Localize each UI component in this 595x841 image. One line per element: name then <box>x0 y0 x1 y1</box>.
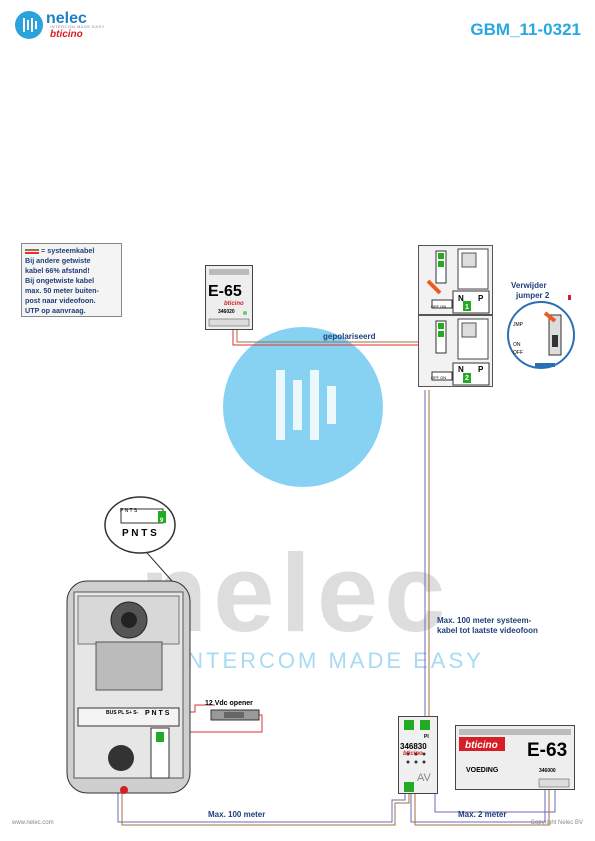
ps-code: 346000 <box>539 768 556 774</box>
vp1-offon: OFF ON <box>431 304 447 309</box>
av-module <box>398 716 438 794</box>
av-code: 346830 <box>400 742 427 751</box>
outdoor-panel <box>66 580 191 794</box>
panel-pnts: P N T S <box>145 710 170 717</box>
nelec-logo-icon <box>15 11 43 39</box>
av-pi: PI <box>424 734 429 740</box>
legend-line: UTP op aanvraag. <box>25 306 86 315</box>
e65-module <box>205 265 253 330</box>
watermark-tagline: INTERCOM MADE EASY <box>178 648 484 673</box>
videophone-1 <box>418 245 493 315</box>
inset-pnts: P N T S <box>122 528 157 539</box>
panel-terminals: BUS PL S+ S- <box>106 710 139 716</box>
e65-code: 346020 <box>218 309 235 315</box>
jumper-jmp: JMP <box>513 322 523 328</box>
document-code: GBM_11-0321 <box>470 20 581 39</box>
av-brand: bticino <box>403 751 423 757</box>
legend-line: Bij andere getwiste <box>25 256 91 265</box>
vp2-id: 2 <box>465 375 469 382</box>
watermark-text: nelec <box>140 532 452 655</box>
footer-copyright: Copyright Nelec BV <box>530 820 583 826</box>
legend-line: Bij ongetwiste kabel <box>25 276 95 285</box>
max-2-label: Max. 2 meter <box>458 810 507 819</box>
terminal-inset <box>104 496 176 554</box>
watermark-circle-icon <box>223 327 383 487</box>
legend-line: kabel 66% afstand! <box>25 266 90 275</box>
max-system-label-1: Max. 100 meter systeem- <box>437 616 532 625</box>
av-label: AV <box>417 772 431 784</box>
videophone-2 <box>418 315 493 387</box>
legend-line: post naar videofoon. <box>25 296 96 305</box>
e65-name: E-65 <box>208 283 242 300</box>
ps-brand: bticino <box>465 740 498 751</box>
polarized-label: gepolariseerd <box>323 332 376 341</box>
vp1-n: N <box>458 294 464 303</box>
ps-label: VOEDING <box>466 767 499 774</box>
jumper-detail <box>507 295 575 369</box>
logo-tagline: INTERCOM MADE EASY <box>50 24 105 29</box>
inset-terms: P N T S <box>120 508 138 514</box>
vp1-id: 1 <box>465 304 469 311</box>
vp2-p: P <box>478 365 484 374</box>
ps-name: E-63 <box>527 740 568 761</box>
logo-name: nelec <box>46 10 87 27</box>
footer-url: www.nelec.com <box>12 820 54 826</box>
jumper-note-2: jumper 2 <box>516 291 550 300</box>
vp1-p: P <box>478 294 484 303</box>
logo-brand: bticino <box>50 29 83 40</box>
opener-icon <box>210 709 260 721</box>
jumper-on: ON <box>513 342 521 348</box>
legend-box: = systeemkabel Bij andere getwiste kabel… <box>21 243 122 317</box>
jumper-note-1: Verwijder <box>511 281 547 290</box>
power-supply <box>455 725 575 790</box>
vp2-n: N <box>458 365 464 374</box>
max-100-label: Max. 100 meter <box>208 810 266 819</box>
legend-title: = systeemkabel <box>25 246 118 256</box>
jumper-off: OFF <box>513 350 523 356</box>
inset-num: 9 <box>160 518 164 524</box>
max-system-label-2: kabel tot laatste videofoon <box>437 626 538 635</box>
opener-label: 12 Vdc opener <box>205 700 253 707</box>
vp2-offon: OFF ON <box>431 375 447 380</box>
e65-brand: bticino <box>224 301 244 307</box>
legend-line: max. 50 meter buiten- <box>25 286 99 295</box>
